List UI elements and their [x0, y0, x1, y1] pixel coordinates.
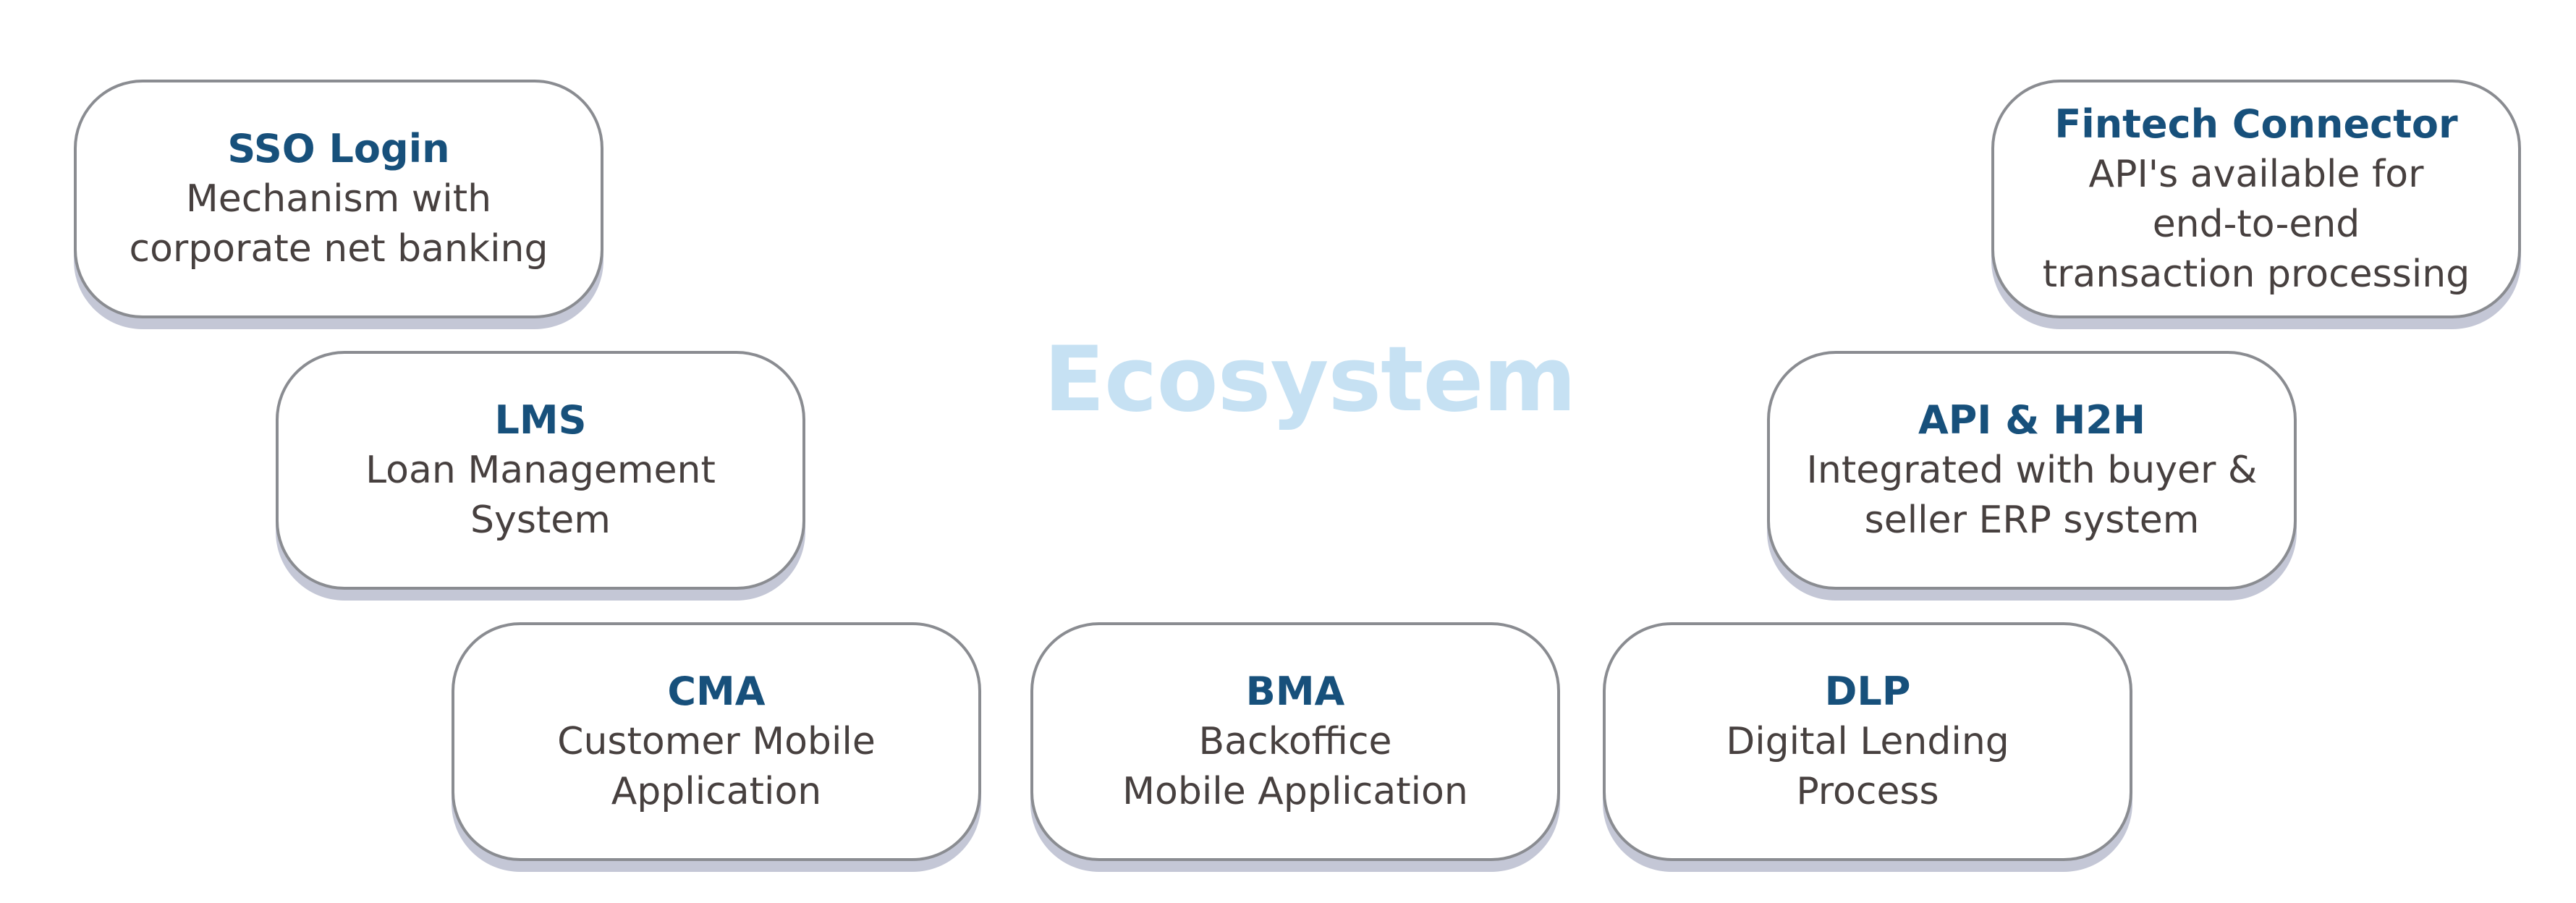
card-description-line: System	[470, 499, 611, 542]
card-description-line: Process	[1796, 770, 1939, 813]
card-dlp: DLP Digital Lending Process	[1603, 622, 2132, 861]
card-lms: LMS Loan Management System	[276, 351, 805, 590]
card-title: API & H2H	[1918, 397, 2146, 443]
card-description-line: Mechanism with	[185, 177, 492, 221]
card-description-line: Integrated with buyer &	[1806, 449, 2258, 492]
card-description-line: Application	[611, 770, 822, 813]
card-bma: BMA Backoffice Mobile Application	[1030, 622, 1560, 861]
card-description-line: corporate net banking	[129, 227, 548, 271]
card-description-line: Customer Mobile	[557, 720, 876, 763]
card-title: DLP	[1824, 669, 1911, 714]
card-fintech-connector: Fintech Connector API's available for en…	[1991, 80, 2521, 318]
card-description-line: seller ERP system	[1864, 499, 2200, 542]
card-title: CMA	[667, 669, 766, 714]
card-description-line: API's available for	[2088, 152, 2424, 196]
card-title: SSO Login	[227, 126, 450, 171]
ecosystem-title: Ecosystem	[1043, 328, 1576, 432]
card-title: BMA	[1245, 669, 1345, 714]
card-title: Fintech Connector	[2054, 101, 2458, 147]
card-description-line: Digital Lending	[1726, 720, 2009, 763]
card-description-line: Mobile Application	[1122, 770, 1468, 813]
card-description-line: Loan Management	[365, 449, 716, 492]
card-sso-login: SSO Login Mechanism with corporate net b…	[74, 80, 603, 318]
card-api-h2h: API & H2H Integrated with buyer & seller…	[1767, 351, 2297, 590]
card-description-line: transaction processing	[2042, 252, 2470, 296]
card-description-line: Backoffice	[1198, 720, 1392, 763]
card-cma: CMA Customer Mobile Application	[452, 622, 981, 861]
card-description-line: end-to-end	[2152, 202, 2360, 246]
card-title: LMS	[494, 397, 587, 443]
